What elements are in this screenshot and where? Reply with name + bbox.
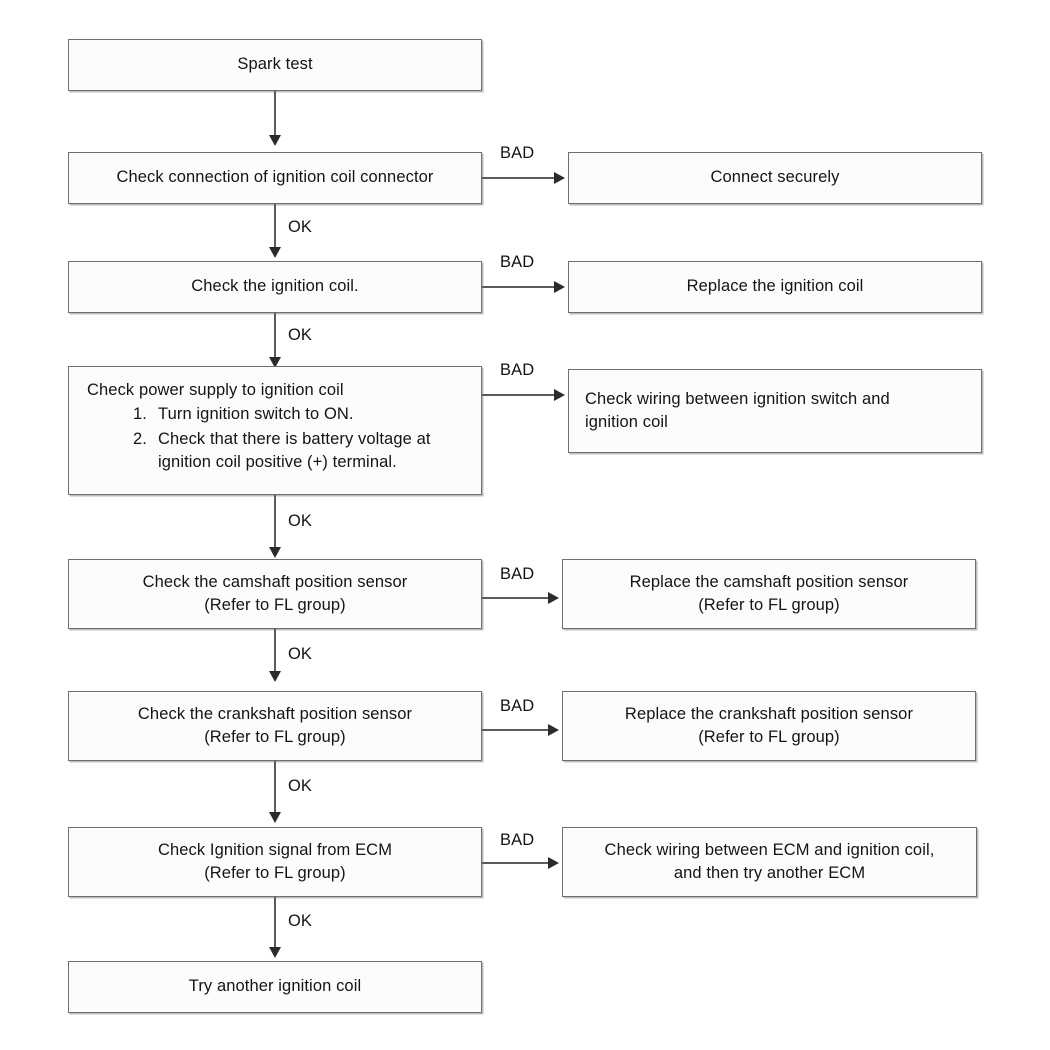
connector-spark-to-connector xyxy=(274,91,276,140)
node-check-crankshaft-sensor[interactable]: Check the crankshaft position sensor (Re… xyxy=(68,691,482,761)
node-check-ecm-signal-label: Check Ignition signal from ECM (Refer to… xyxy=(157,840,393,882)
arrowhead-bad-row7 xyxy=(548,856,559,869)
check-power-supply-step-1: 1. Turn ignition switch to ON. xyxy=(133,403,467,426)
connector-ok-row4-to-row5 xyxy=(274,495,276,551)
connector-bad-row3 xyxy=(482,286,556,288)
connector-ok-row7-to-row8 xyxy=(274,897,276,951)
node-check-wiring-ignition-switch-label: Check wiring between ignition switch and… xyxy=(585,389,890,431)
node-replace-crankshaft-sensor-label: Replace the crankshaft position sensor (… xyxy=(624,704,914,746)
node-replace-camshaft-sensor-label: Replace the camshaft position sensor (Re… xyxy=(629,572,909,614)
step-2-number: 2. xyxy=(133,429,147,448)
edge-label-ok-row4: OK xyxy=(288,512,313,530)
node-replace-ignition-coil-label: Replace the ignition coil xyxy=(686,277,864,296)
edge-label-bad-row3: BAD xyxy=(500,253,535,271)
arrowhead-bad-row2 xyxy=(554,171,565,184)
edge-label-ok-row5: OK xyxy=(288,645,313,663)
node-check-ignition-coil[interactable]: Check the ignition coil. xyxy=(68,261,482,313)
arrowhead-ok-row7-to-row8 xyxy=(268,947,281,958)
arrowhead-ok-row3-to-row4 xyxy=(268,357,281,368)
arrowhead-ok-row5-to-row6 xyxy=(268,671,281,682)
connector-bad-row2 xyxy=(482,177,556,179)
node-check-ecm-signal[interactable]: Check Ignition signal from ECM (Refer to… xyxy=(68,827,482,897)
connector-ok-row2-to-row3 xyxy=(274,204,276,252)
connector-bad-row6 xyxy=(482,729,550,731)
connector-bad-row4 xyxy=(482,394,556,396)
step-2-text: Check that there is battery voltage at i… xyxy=(158,429,431,472)
node-check-camshaft-sensor[interactable]: Check the camshaft position sensor (Refe… xyxy=(68,559,482,629)
connector-bad-row7 xyxy=(482,862,550,864)
connector-ok-row6-to-row7 xyxy=(274,761,276,816)
node-check-crankshaft-sensor-label: Check the crankshaft position sensor (Re… xyxy=(137,704,413,746)
node-replace-ignition-coil[interactable]: Replace the ignition coil xyxy=(568,261,982,313)
node-connect-securely[interactable]: Connect securely xyxy=(568,152,982,204)
node-check-power-supply-lead: Check power supply to ignition coil xyxy=(87,381,344,399)
edge-label-bad-row6: BAD xyxy=(500,697,535,715)
node-spark-test-label: Spark test xyxy=(237,55,313,74)
node-check-power-supply[interactable]: Check power supply to ignition coil 1. T… xyxy=(68,366,482,495)
node-check-wiring-ecm-label: Check wiring between ECM and ignition co… xyxy=(604,840,935,882)
node-spark-test[interactable]: Spark test xyxy=(68,39,482,91)
edge-label-ok-row6: OK xyxy=(288,777,313,795)
edge-label-bad-row7: BAD xyxy=(500,831,535,849)
arrowhead-bad-row3 xyxy=(554,280,565,293)
node-replace-crankshaft-sensor[interactable]: Replace the crankshaft position sensor (… xyxy=(562,691,976,761)
edge-label-ok-row7: OK xyxy=(288,912,313,930)
node-check-camshaft-sensor-label: Check the camshaft position sensor (Refe… xyxy=(142,572,408,614)
arrowhead-ok-row6-to-row7 xyxy=(268,812,281,823)
edge-label-bad-row5: BAD xyxy=(500,565,535,583)
node-check-coil-connector-label: Check connection of ignition coil connec… xyxy=(116,168,434,187)
arrowhead-bad-row4 xyxy=(554,388,565,401)
edge-label-bad-row4: BAD xyxy=(500,361,535,379)
step-1-text: Turn ignition switch to ON. xyxy=(158,405,354,424)
step-1-number: 1. xyxy=(133,405,147,424)
node-connect-securely-label: Connect securely xyxy=(710,168,840,187)
arrowhead-bad-row5 xyxy=(548,591,559,604)
arrowhead-ok-row4-to-row5 xyxy=(268,547,281,558)
connector-ok-row5-to-row6 xyxy=(274,629,276,675)
node-check-ignition-coil-label: Check the ignition coil. xyxy=(191,277,359,296)
edge-label-bad-row2: BAD xyxy=(500,144,535,162)
node-check-wiring-ecm[interactable]: Check wiring between ECM and ignition co… xyxy=(562,827,977,897)
node-try-another-coil[interactable]: Try another ignition coil xyxy=(68,961,482,1013)
check-power-supply-step-2: 2. Check that there is battery voltage a… xyxy=(133,428,467,475)
node-replace-camshaft-sensor[interactable]: Replace the camshaft position sensor (Re… xyxy=(562,559,976,629)
edge-label-ok-row2: OK xyxy=(288,218,313,236)
connector-ok-row3-to-row4 xyxy=(274,313,276,362)
node-try-another-coil-label: Try another ignition coil xyxy=(188,977,362,996)
arrowhead-spark-to-connector xyxy=(268,135,281,146)
arrowhead-ok-row2-to-row3 xyxy=(268,247,281,258)
node-check-coil-connector[interactable]: Check connection of ignition coil connec… xyxy=(68,152,482,204)
arrowhead-bad-row6 xyxy=(548,723,559,736)
edge-label-ok-row3: OK xyxy=(288,326,313,344)
connector-bad-row5 xyxy=(482,597,550,599)
check-power-supply-steps: 1. Turn ignition switch to ON. 2. Check … xyxy=(87,403,467,474)
node-check-wiring-ignition-switch[interactable]: Check wiring between ignition switch and… xyxy=(568,369,982,453)
